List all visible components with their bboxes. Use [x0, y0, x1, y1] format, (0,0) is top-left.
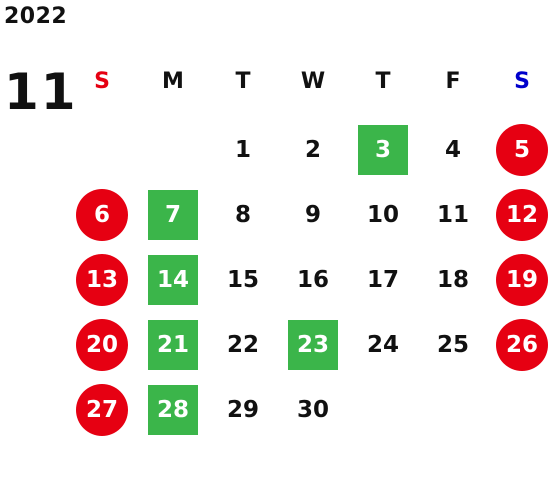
day-17: 17 [366, 267, 399, 293]
day-16: 16 [296, 267, 329, 293]
weekday-saturday: S [514, 69, 530, 94]
day-10: 10 [366, 202, 399, 228]
day-23: 23 [288, 320, 338, 370]
month-number: 11 [4, 63, 78, 121]
weekday-wednesday: W [300, 69, 326, 94]
year-label: 2022 [4, 4, 68, 29]
day-4: 4 [444, 137, 461, 163]
day-25: 25 [436, 332, 469, 358]
day-3: 3 [358, 125, 408, 175]
day-22: 22 [226, 332, 259, 358]
weekday-friday: F [445, 69, 461, 94]
day-8: 8 [234, 202, 251, 228]
day-12: 12 [496, 189, 548, 241]
day-29: 29 [226, 397, 259, 423]
day-21: 21 [148, 320, 198, 370]
day-1: 1 [234, 137, 251, 163]
day-27: 27 [76, 384, 128, 436]
day-2: 2 [304, 137, 321, 163]
day-14: 14 [148, 255, 198, 305]
day-6: 6 [76, 189, 128, 241]
day-30: 30 [296, 397, 329, 423]
weekday-tuesday: T [235, 69, 251, 94]
day-15: 15 [226, 267, 259, 293]
weekday-thursday: T [375, 69, 391, 94]
day-5: 5 [496, 124, 548, 176]
day-20: 20 [76, 319, 128, 371]
day-9: 9 [304, 202, 321, 228]
day-7: 7 [148, 190, 198, 240]
day-19: 19 [496, 254, 548, 306]
weekday-monday: M [162, 69, 184, 94]
day-18: 18 [436, 267, 469, 293]
day-24: 24 [366, 332, 399, 358]
weekday-sunday: S [94, 69, 110, 94]
day-26: 26 [496, 319, 548, 371]
day-28: 28 [148, 385, 198, 435]
day-13: 13 [76, 254, 128, 306]
day-11: 11 [436, 202, 469, 228]
